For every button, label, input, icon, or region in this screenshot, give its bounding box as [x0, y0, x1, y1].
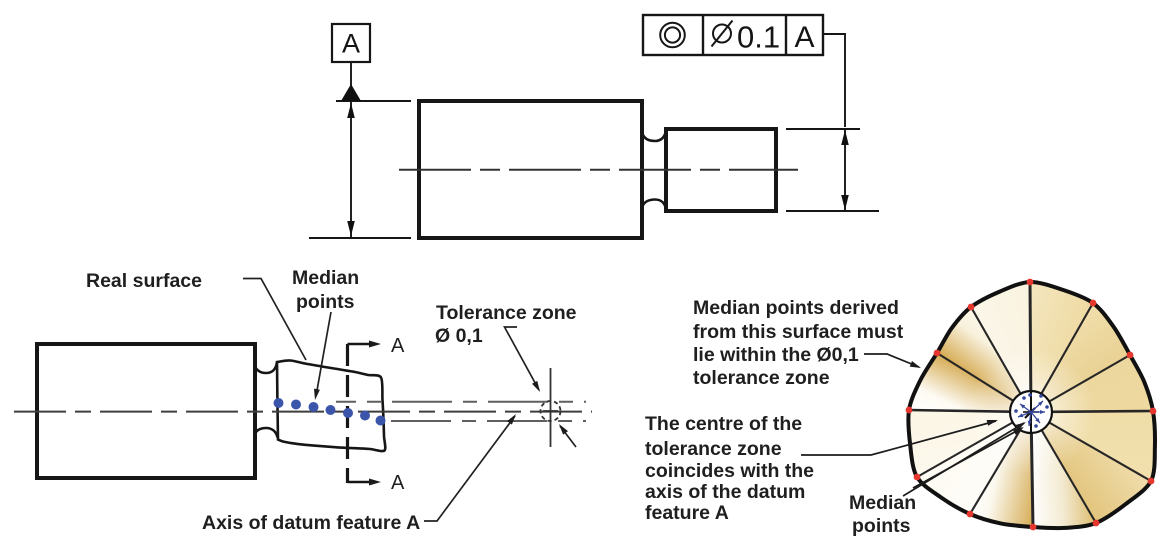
svg-text:0.1: 0.1: [737, 20, 780, 55]
svg-text:Tolerance zone: Tolerance zone: [436, 302, 577, 324]
svg-text:Median points derived: Median points derived: [693, 297, 899, 319]
svg-text:coincides with the: coincides with the: [645, 460, 814, 482]
svg-text:points: points: [296, 291, 355, 313]
svg-text:feature A: feature A: [645, 502, 729, 524]
svg-text:tolerance zone: tolerance zone: [645, 438, 782, 460]
svg-text:axis of the datum: axis of the datum: [645, 481, 805, 503]
svg-text:from this surface must: from this surface must: [693, 321, 904, 343]
svg-text:Ø 0,1: Ø 0,1: [435, 325, 483, 347]
svg-text:A: A: [342, 29, 360, 59]
svg-text:Real surface: Real surface: [86, 270, 202, 292]
svg-text:A: A: [391, 335, 405, 357]
svg-text:tolerance zone: tolerance zone: [693, 367, 830, 389]
svg-text:A: A: [794, 21, 814, 54]
svg-text:A: A: [391, 472, 405, 494]
svg-text:lie within the Ø0,1: lie within the Ø0,1: [693, 344, 859, 366]
svg-text:points: points: [852, 515, 911, 537]
svg-text:The centre of the: The centre of the: [645, 413, 802, 435]
svg-text:Median: Median: [292, 267, 359, 289]
svg-text:Axis of datum feature A: Axis of datum feature A: [202, 512, 420, 534]
svg-text:Median: Median: [849, 492, 916, 514]
